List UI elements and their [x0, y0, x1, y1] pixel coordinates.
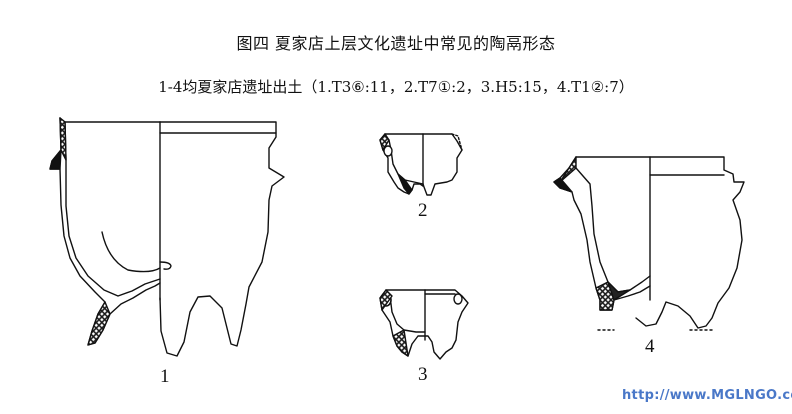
figure-label-2: 2: [418, 200, 428, 221]
vessel-4-drawing: [553, 156, 745, 331]
vessel-1-drawing: [49, 117, 285, 357]
vessel-2-drawing: [379, 133, 463, 196]
vessel-3-drawing: [379, 289, 469, 360]
watermark-url: http://www.MGLNGO.com: [622, 388, 792, 403]
figure-label-3: 3: [418, 364, 428, 385]
figure-label-4: 4: [645, 336, 655, 357]
figure-subtitle: 1-4均夏家店遗址出土（1.T3⑥:11，2.T7①:2，3.H5:15，4.T…: [158, 78, 634, 96]
figure-title: 图四 夏家店上层文化遗址中常见的陶鬲形态: [236, 34, 556, 53]
figure-label-1: 1: [160, 366, 170, 387]
